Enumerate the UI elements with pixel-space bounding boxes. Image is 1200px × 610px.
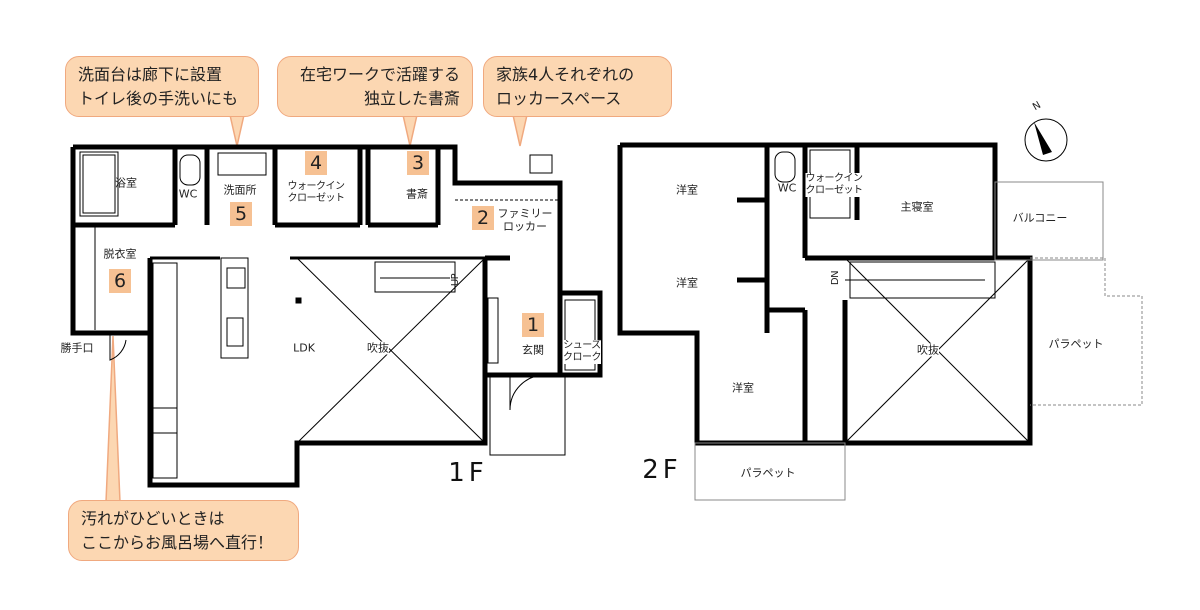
floor-label-1f: 1F xyxy=(448,458,488,488)
badge-3: 3 xyxy=(407,151,429,175)
badge-2: 2 xyxy=(472,206,494,230)
floor1-walls xyxy=(70,144,603,488)
badge-1: 1 xyxy=(522,313,544,337)
room-wc-2f: WC xyxy=(777,181,797,195)
callout-back-door: 汚れがひどいときはここからお風呂場へ直行！ xyxy=(68,500,299,561)
room-balcony: バルコニー xyxy=(1012,211,1068,225)
room-entrance: 玄関 xyxy=(522,343,544,357)
floor-label-2f: 2F xyxy=(642,455,682,485)
room-ldk: LDK xyxy=(293,341,315,355)
badge-4: 4 xyxy=(305,151,327,175)
room-bath: 浴室 xyxy=(115,176,137,190)
room-washroom: 洗面所 xyxy=(223,183,257,197)
stairs-down: DN xyxy=(830,270,841,286)
room-dressing: 脱衣室 xyxy=(103,247,137,261)
callout-study: 在宅ワークで活躍する独立した書斎 xyxy=(277,56,473,117)
north-arrow-icon xyxy=(1024,118,1068,162)
room-master-bedroom: 主寝室 xyxy=(900,200,934,214)
callout-locker: 家族4人それぞれのロッカースペース xyxy=(483,56,672,117)
room-void-2f: 吹抜 xyxy=(917,343,939,357)
floor1-details xyxy=(79,151,596,479)
room-western-1: 洋室 xyxy=(676,183,698,197)
callout-washroom: 洗面台は廊下に設置トイレ後の手洗いにも xyxy=(65,56,259,117)
room-void: 吹抜 xyxy=(367,341,389,355)
room-study: 書斎 xyxy=(406,187,428,201)
room-western-2: 洋室 xyxy=(676,276,698,290)
room-western-3: 洋室 xyxy=(732,381,754,395)
back-door: 勝手口 xyxy=(60,341,94,355)
stairs-up: UP xyxy=(450,273,461,287)
room-wc: WC xyxy=(178,187,198,201)
room-walk-in-closet-2f: ウォークインクローゼット xyxy=(805,173,863,197)
room-walk-in-closet: ウォークインクローゼット xyxy=(287,181,346,204)
room-family-locker: ファミリーロッカー xyxy=(497,207,553,233)
room-shoe-closet: シューズクローク xyxy=(563,340,602,364)
badge-5: 5 xyxy=(230,202,252,226)
parapet-south: パラペット xyxy=(740,466,796,480)
badge-6: 6 xyxy=(109,269,131,293)
parapet-east: パラペット xyxy=(1048,337,1104,351)
